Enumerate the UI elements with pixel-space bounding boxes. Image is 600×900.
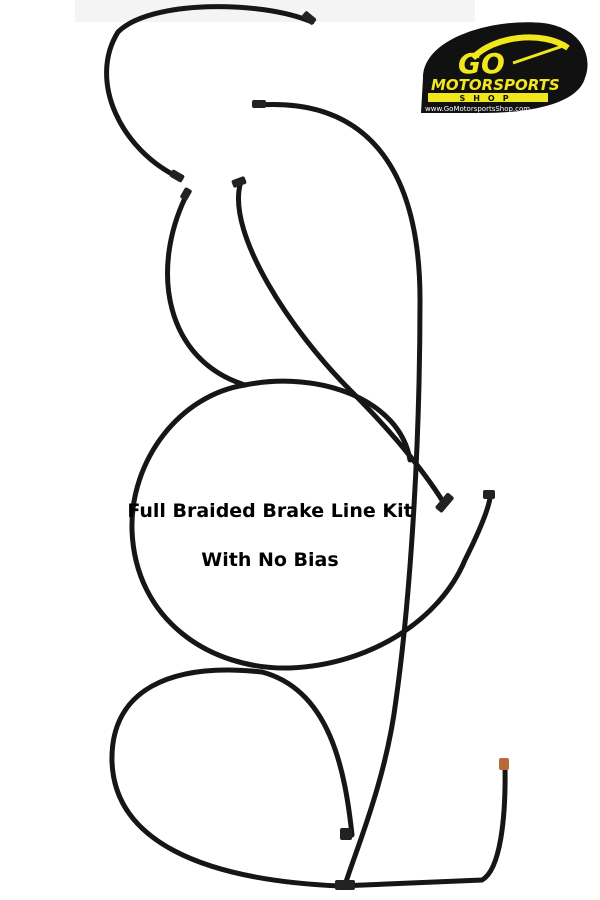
brake-line-diagonal	[236, 182, 448, 508]
logo-word-go: GO	[458, 47, 505, 80]
brake-line-bottom-loop	[109, 667, 508, 889]
logo-word-shop: SHOP	[459, 94, 516, 103]
go-motorsports-shop-logo: GO MOTORSPORTS SHOP www.GoMotorsportsSho…	[413, 18, 593, 118]
logo-word-motorsports: MOTORSPORTS	[431, 76, 560, 94]
brake-line-top-arc	[104, 4, 315, 181]
product-title-line2: With No Bias	[201, 549, 339, 571]
brake-line-long-right	[255, 101, 423, 885]
logo-url: www.GoMotorsportsShop.com	[425, 105, 530, 113]
brake-line-loop-top	[242, 378, 413, 463]
product-title-line1: Full Braided Brake Line Kit	[127, 500, 413, 522]
brake-line-loop	[129, 193, 493, 671]
